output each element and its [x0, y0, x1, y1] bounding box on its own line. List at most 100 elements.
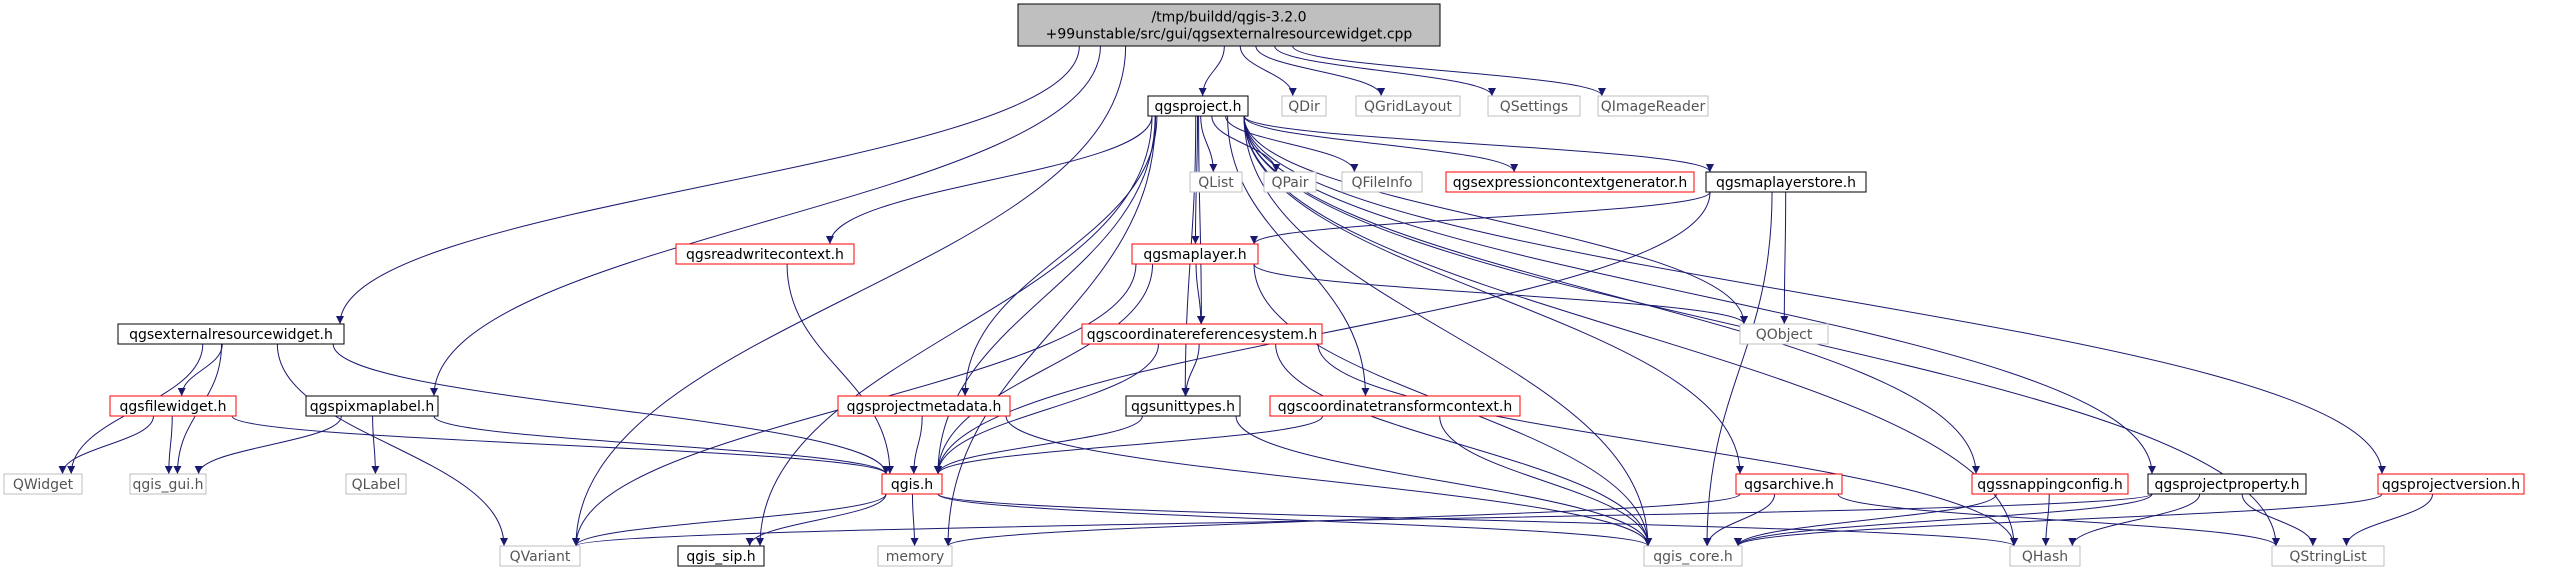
edge-qgsfilewidget-to-qgis [231, 415, 890, 475]
node-qgsprojectproperty[interactable]: qgsprojectproperty.h [2147, 473, 2307, 495]
edge-qgsarchive-to-qgis_core [1703, 493, 1776, 547]
edge-qgis-to-qgis_sip [745, 493, 887, 547]
node-box [1355, 95, 1461, 117]
node-label: qgspixmaplabel.h [310, 399, 434, 415]
edge-qgspixmaplabel-to-qlabel [371, 415, 380, 475]
node-layer: /tmp/buildd/qgis-3.2.0+99unstable/src/gu… [3, 3, 2525, 567]
node-label: qgis_core.h [1653, 549, 1733, 565]
edge-root-to-qvariant [572, 45, 1127, 547]
edge-qgsprojectproperty-to-qvariant [572, 493, 2153, 547]
node-label: QGridLayout [1364, 99, 1453, 115]
edge-qgscoordinatereferencesystem-to-qgsunittypes [1181, 343, 1200, 397]
node-qgsexternalresourcewidget[interactable]: qgsexternalresourcewidget.h [117, 323, 345, 345]
edge-qgsmaplayerstore-to-qgis [934, 191, 1711, 475]
node-box [1735, 473, 1843, 495]
node-label: qgsunittypes.h [1131, 399, 1235, 415]
node-label: QStringList [2289, 549, 2367, 565]
node-qgscoordinatereferencesystem[interactable]: qgscoordinatereferencesystem.h [1081, 323, 1323, 345]
node-qgsreadwritecontext[interactable]: qgsreadwritecontext.h [675, 243, 855, 265]
edge-qgsprojectproperty-to-qstringlist [2241, 493, 2317, 547]
edge-qgscoordinatereferencesystem-to-qhash [1317, 343, 2018, 547]
node-label: QHash [2022, 549, 2068, 565]
edge-qgis-to-qhash [937, 493, 2018, 547]
node-box [1487, 95, 1581, 117]
node-label: QDir [1288, 99, 1320, 115]
node-qlist: QList [1189, 171, 1243, 193]
node-qgsprojectmetadata[interactable]: qgsprojectmetadata.h [837, 395, 1011, 417]
node-box [2271, 545, 2385, 567]
node-box [345, 473, 407, 495]
node-box [305, 395, 439, 417]
node-label: QLabel [352, 477, 401, 493]
node-label: qgsarchive.h [1744, 477, 1834, 493]
edge-qgsproject-to-memory [944, 115, 1157, 547]
node-box [1643, 545, 1743, 567]
node-qstringlist: QStringList [2271, 545, 2385, 567]
edge-qgis-to-qvariant [572, 493, 887, 547]
node-qgspixmaplabel[interactable]: qgspixmaplabel.h [305, 395, 439, 417]
edge-qgsprojectproperty-to-qgis_core [1734, 493, 2153, 547]
node-qfileinfo: QFileInfo [1341, 171, 1423, 193]
node-label: qgscoordinatetransformcontext.h [1278, 399, 1512, 415]
node-box [3, 473, 83, 495]
edge-qgsproject-to-qobject [1243, 115, 1748, 325]
node-box [1597, 95, 1709, 117]
node-qgsunittypes[interactable]: qgsunittypes.h [1125, 395, 1241, 417]
node-qgis_core: qgis_core.h [1643, 545, 1743, 567]
edge-root-to-qsettings [1274, 45, 1496, 97]
edge-qgspixmaplabel-to-qgis_gui [194, 415, 342, 475]
node-label: qgsmaplayer.h [1143, 247, 1246, 263]
node-box [1281, 95, 1327, 117]
node-qgsmaplayer[interactable]: qgsmaplayer.h [1131, 243, 1259, 265]
node-box [1017, 3, 1441, 47]
edge-qgsexternalresourcewidget-to-qgis [332, 343, 890, 475]
node-qwidget: QWidget [3, 473, 83, 495]
edge-qgsmaplayerstore-to-qobject [1780, 191, 1789, 325]
edge-qgscoordinatetransformcontext-to-qgis_core [1439, 415, 1653, 547]
node-qgis[interactable]: qgis.h [881, 473, 943, 495]
node-qgsexpressioncontextgenerator[interactable]: qgsexpressioncontextgenerator.h [1445, 171, 1695, 193]
node-box [1341, 171, 1423, 193]
node-label: QVariant [510, 549, 571, 565]
node-qvariant: QVariant [499, 545, 581, 567]
node-label: qgis_sip.h [686, 549, 755, 565]
node-qimagereader: QImageReader [1597, 95, 1709, 117]
node-label: qgsproject.h [1155, 99, 1242, 115]
node-qgis_sip[interactable]: qgis_sip.h [677, 545, 765, 567]
node-qpair: QPair [1263, 171, 1317, 193]
edge-qgsproject-to-qgscoordinatereferencesystem [1197, 115, 1206, 325]
edge-qgsreadwritecontext-to-qgis [786, 263, 894, 475]
node-qgscoordinatetransformcontext[interactable]: qgscoordinatetransformcontext.h [1269, 395, 1521, 417]
node-qgsarchive[interactable]: qgsarchive.h [1735, 473, 1843, 495]
node-label: QPair [1271, 175, 1308, 191]
edge-qgsproject-to-qgsreadwritecontext [825, 115, 1153, 245]
edge-qgsprojectversion-to-qstringlist [2342, 493, 2434, 547]
node-box [2377, 473, 2525, 495]
node-box [117, 323, 345, 345]
node-qgsmaplayerstore[interactable]: qgsmaplayerstore.h [1705, 171, 1867, 193]
node-label: qgssnappingconfig.h [1977, 477, 2122, 493]
edge-qgsmaplayer-to-qgis [934, 263, 1154, 475]
edge-qgsmaplayerstore-to-qgis_core [1702, 191, 1773, 547]
node-label: qgis.h [891, 477, 933, 493]
edge-qgsprojectversion-to-qgis_core [1734, 493, 2383, 547]
node-qobject: QObject [1739, 323, 1829, 345]
edge-qgsprojectmetadata-to-qgis_core [1005, 415, 1652, 547]
edge-qgsproject-to-qgsprojectversion [1243, 115, 2386, 475]
node-label: QWidget [13, 477, 74, 493]
node-qgsfilewidget[interactable]: qgsfilewidget.h [109, 395, 237, 417]
edge-qgsproject-to-qgsmaplayerstore [1243, 115, 1714, 173]
node-label: qgsprojectversion.h [2382, 477, 2520, 493]
node-qgsproject[interactable]: qgsproject.h [1147, 95, 1249, 117]
edge-qgsproject-to-qlist [1200, 115, 1218, 173]
node-label: QObject [1756, 327, 1813, 343]
node-box [109, 395, 237, 417]
node-qgssnappingconfig[interactable]: qgssnappingconfig.h [1971, 473, 2129, 495]
edge-qgsproject-to-qfileinfo [1225, 115, 1359, 173]
node-root[interactable]: /tmp/buildd/qgis-3.2.0+99unstable/src/gu… [1017, 3, 1441, 47]
node-qgsprojectversion[interactable]: qgsprojectversion.h [2377, 473, 2525, 495]
node-box [2009, 545, 2081, 567]
node-label: QImageReader [1601, 99, 1706, 115]
node-box [2147, 473, 2307, 495]
node-label: +99unstable/src/gui/qgsexternalresourcew… [1046, 27, 1413, 43]
